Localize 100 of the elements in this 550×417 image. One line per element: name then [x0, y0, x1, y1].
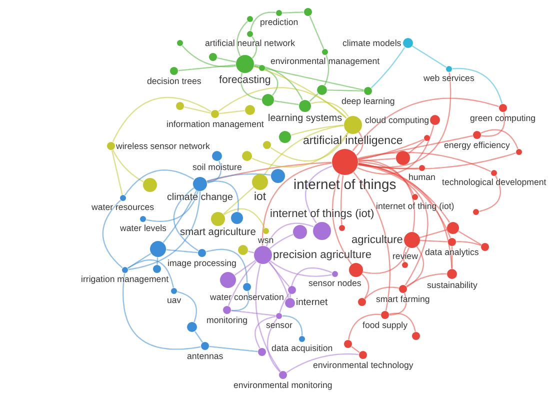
link-line: [124, 170, 194, 196]
node-circle: [349, 263, 363, 277]
link-line: [420, 240, 448, 242]
link-line: [458, 230, 482, 246]
link-line: [419, 229, 448, 238]
link-line: [206, 248, 248, 283]
link-line: [218, 87, 347, 118]
node-circle: [176, 102, 184, 110]
link-line: [451, 246, 453, 269]
link-line: [254, 316, 276, 348]
link-line: [327, 90, 364, 92]
link-line: [332, 174, 352, 264]
link-line: [268, 262, 290, 298]
link-line: [358, 161, 416, 232]
link-line: [128, 259, 174, 288]
keyword-label: smart agriculture: [180, 227, 256, 239]
keyword-label: human: [408, 172, 436, 182]
keyword-label: iot: [254, 190, 266, 204]
link-line: [358, 72, 452, 168]
link-line: [305, 165, 332, 224]
link-line: [348, 314, 381, 340]
link-line: [269, 234, 294, 250]
link-line: [270, 132, 349, 162]
keyword-label: internet of things: [294, 176, 396, 192]
link-line: [282, 315, 303, 336]
link-line: [481, 112, 506, 137]
link-line: [128, 191, 201, 270]
link-line: [231, 291, 250, 312]
keyword-label: forecasting: [219, 74, 271, 86]
node-circle: [262, 94, 274, 106]
link-line: [248, 250, 254, 254]
keyword-label: water levels: [120, 223, 166, 234]
link-line: [182, 45, 236, 68]
keyword-label: decision trees: [147, 76, 202, 86]
node-circle: [263, 141, 271, 149]
link-line: [353, 172, 390, 311]
keyword-label: precision agriculture: [273, 248, 372, 262]
node-circle: [271, 169, 285, 183]
link-line: [452, 68, 503, 104]
node-circle: [304, 8, 312, 16]
node-circle: [245, 105, 255, 115]
link-line: [309, 93, 318, 102]
link-line: [112, 96, 212, 142]
link-line: [364, 286, 399, 300]
link-line: [112, 150, 144, 182]
node-circle: [516, 149, 522, 155]
link-line: [128, 253, 152, 269]
link-line: [156, 256, 158, 266]
link-line: [282, 12, 304, 14]
keyword-label: climate models: [342, 38, 402, 48]
link-line: [177, 291, 197, 322]
link-line: [228, 261, 257, 306]
link-line: [406, 273, 447, 287]
keyword-label: information management: [166, 119, 264, 130]
keyword-label: prediction: [260, 17, 298, 28]
link-line: [456, 241, 482, 246]
keyword-label: deep learning: [342, 96, 395, 106]
link-line: [266, 318, 280, 372]
link-line: [309, 16, 324, 50]
link-line: [356, 132, 364, 156]
link-line: [408, 140, 425, 154]
link-line: [358, 162, 451, 238]
link-line: [412, 45, 446, 68]
link-line: [240, 72, 262, 100]
link-line: [358, 152, 516, 170]
node-circle: [259, 65, 265, 71]
node-circle: [344, 340, 352, 348]
link-line: [274, 100, 299, 106]
node-circle: [279, 131, 291, 143]
link-line: [162, 190, 198, 243]
keyword-label: environmental management: [270, 56, 380, 66]
node-circle: [358, 298, 366, 306]
keyword-label: food supply: [362, 320, 408, 330]
keyword-label: sensor nodes: [308, 278, 362, 288]
node-circle: [220, 272, 236, 288]
link-line: [184, 106, 211, 114]
link-line: [264, 68, 278, 96]
node-circle: [143, 178, 157, 192]
keyword-label: uav: [167, 295, 182, 306]
keyword-label: data analytics: [425, 247, 479, 258]
link-line: [178, 64, 236, 72]
link-line: [290, 124, 344, 136]
keyword-label: water resources: [92, 202, 154, 212]
link-line: [279, 293, 290, 313]
keyword-label: wsn: [258, 235, 274, 246]
node-circle: [153, 265, 161, 273]
link-line: [252, 36, 258, 59]
link-line: [173, 187, 199, 252]
link-line: [234, 260, 256, 276]
keyword-label: green computing: [470, 113, 536, 124]
node-circle: [339, 225, 345, 231]
keyword-label: climate change: [167, 192, 233, 203]
keyword-label: water conservation: [210, 292, 284, 302]
link-line: [362, 274, 370, 299]
keyword-label: web services: [424, 73, 474, 84]
link-line: [352, 98, 499, 152]
node-circle: [293, 225, 307, 239]
keyword-label: artificial neural network: [205, 38, 295, 48]
node-circle: [447, 222, 459, 234]
link-line: [146, 190, 199, 222]
